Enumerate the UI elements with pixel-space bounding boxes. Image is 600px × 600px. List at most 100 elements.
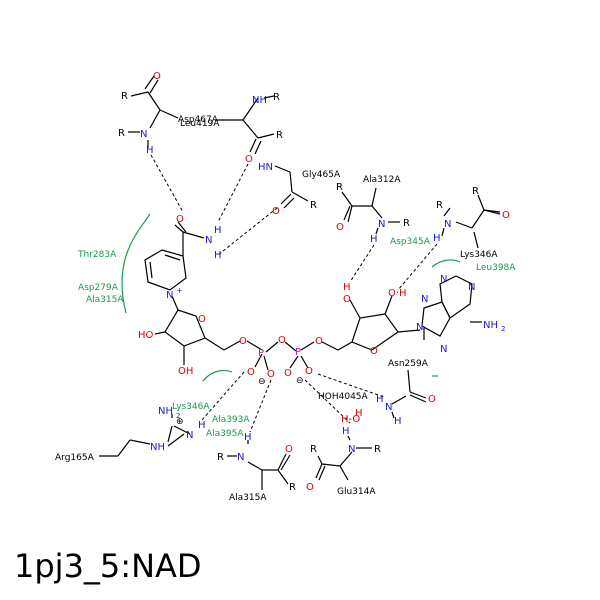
adenine: N N N N N NH 2 [416, 274, 505, 355]
svg-text:O: O [336, 222, 344, 233]
svg-text:H: H [342, 426, 350, 437]
svg-text:NH: NH [483, 320, 498, 331]
svg-text:O: O [343, 294, 351, 305]
residue-ala312: R Ala312A O N R H [336, 175, 410, 245]
residue-label-ala393: Ala393A [212, 415, 250, 425]
svg-text:H: H [214, 225, 222, 236]
svg-text:+: + [176, 286, 183, 295]
svg-text:⊖: ⊖ [296, 376, 304, 386]
svg-text:P: P [295, 347, 301, 358]
hydrophobic-arc-leu398 [431, 259, 461, 268]
svg-text:N: N [140, 129, 147, 140]
residue-label-lys346-bottom: Lys346A [172, 402, 210, 412]
svg-text:2: 2 [501, 325, 505, 333]
nicotinamide-ring: O N H H N + [144, 214, 222, 311]
residue-ala315-bottom: R N H O R Ala315A [217, 432, 296, 503]
svg-text:⊕: ⊕ [176, 417, 184, 427]
svg-text:O: O [285, 444, 293, 455]
svg-text:N: N [378, 219, 385, 230]
figure-caption: 1pj3_5:NAD [14, 547, 202, 585]
svg-text:R: R [121, 91, 128, 102]
residue-label-asp345: Asp345A [390, 237, 431, 247]
residue-label-glu314: Glu314A [337, 487, 376, 497]
svg-text:N: N [468, 282, 475, 293]
svg-text:N: N [348, 444, 355, 455]
ribose-adenosine: O O H O·H [343, 282, 421, 357]
svg-text:HO: HO [138, 330, 154, 341]
residue-label-ala315-left: Ala315A [86, 295, 124, 305]
svg-text:H: H [433, 233, 441, 244]
residue-label-leu398: Leu398A [476, 263, 516, 273]
residue-label-ala395: Ala395A [206, 429, 244, 439]
hydrogen-bonds [150, 154, 438, 433]
ribose-nicotinamide: O HO OH O [138, 309, 247, 377]
residue-label-asn259: Asn259A [388, 359, 429, 369]
svg-text:H: H [146, 145, 154, 156]
svg-text:NH: NH [252, 95, 267, 106]
svg-text:O: O [272, 206, 280, 217]
svg-text:O: O [284, 368, 292, 379]
svg-text:N: N [444, 219, 451, 230]
svg-text:2: 2 [176, 412, 180, 420]
svg-text:O: O [245, 154, 253, 165]
svg-text:O: O [267, 369, 275, 380]
hydrophobic-arc-lys346 [202, 369, 233, 382]
svg-text:OH: OH [178, 366, 193, 377]
svg-text:R: R [273, 92, 280, 103]
svg-text:R: R [118, 128, 125, 139]
svg-text:R: R [374, 444, 381, 455]
svg-text:⊖: ⊖ [258, 377, 266, 387]
residue-gly465: HN Gly465A R O [258, 162, 341, 217]
svg-text:O: O [370, 346, 378, 357]
residue-label-ala312: Ala312A [363, 175, 401, 185]
svg-text:R: R [472, 186, 479, 197]
svg-text:O: O [428, 394, 436, 405]
svg-text:H: H [355, 408, 363, 419]
svg-text:H-O: H-O [341, 414, 360, 425]
svg-text:O: O [239, 336, 247, 347]
svg-text:N: N [421, 294, 428, 305]
hydrophobic-arc-thr283 [121, 213, 151, 314]
residue-label-gly465: Gly465A [302, 170, 341, 180]
svg-text:R: R [217, 452, 224, 463]
svg-text:O: O [198, 314, 206, 325]
residue-label-ala315-bottom: Ala315A [229, 493, 267, 503]
svg-text:H: H [394, 416, 402, 427]
svg-text:HN: HN [258, 162, 273, 173]
svg-text:H: H [370, 234, 378, 245]
residue-label-asp279: Asp279A [78, 283, 119, 293]
svg-text:N: N [205, 235, 212, 246]
svg-text:O: O [176, 214, 184, 225]
svg-text:N: N [440, 274, 447, 285]
svg-text:N: N [166, 290, 173, 301]
svg-text:N: N [416, 322, 423, 333]
residue-glu314: H N R R O Glu314A [306, 426, 381, 497]
svg-text:NH: NH [150, 442, 165, 453]
svg-text:N: N [186, 430, 193, 441]
svg-text:NH: NH [158, 406, 173, 417]
svg-text:R: R [336, 182, 343, 193]
residue-label-lys346-top: Lys346A [460, 250, 498, 260]
svg-text:H: H [244, 432, 252, 443]
svg-text:O·H: O·H [388, 288, 407, 299]
svg-text:N: N [385, 402, 392, 413]
svg-text:R: R [276, 130, 283, 141]
svg-text:O: O [153, 71, 161, 82]
svg-text:R: R [310, 444, 317, 455]
svg-text:O: O [306, 482, 314, 493]
svg-text:H: H [198, 420, 206, 431]
residue-lys346-top: R O R N H Asp345A Lys346A Leu398A [390, 186, 516, 273]
svg-text:H: H [343, 282, 351, 293]
residue-label-asp467: Asp467A [178, 115, 219, 125]
residue-label-arg165: Arg165A [55, 453, 95, 463]
svg-text:R: R [289, 482, 296, 493]
residue-asp467-leu419: R O R N H Asp467A Leu419A NH R R O [118, 71, 283, 165]
svg-text:H: H [214, 250, 222, 261]
residue-label-leu419: Leu419A [180, 119, 220, 129]
svg-text:R: R [403, 218, 410, 229]
svg-text:O: O [247, 367, 255, 378]
residue-arg165-lys346: Arg165A NH NH 2 ⊕ N H Lys346A Ala393A Al… [55, 250, 250, 463]
svg-text:R: R [310, 200, 317, 211]
svg-text:O: O [278, 335, 286, 346]
